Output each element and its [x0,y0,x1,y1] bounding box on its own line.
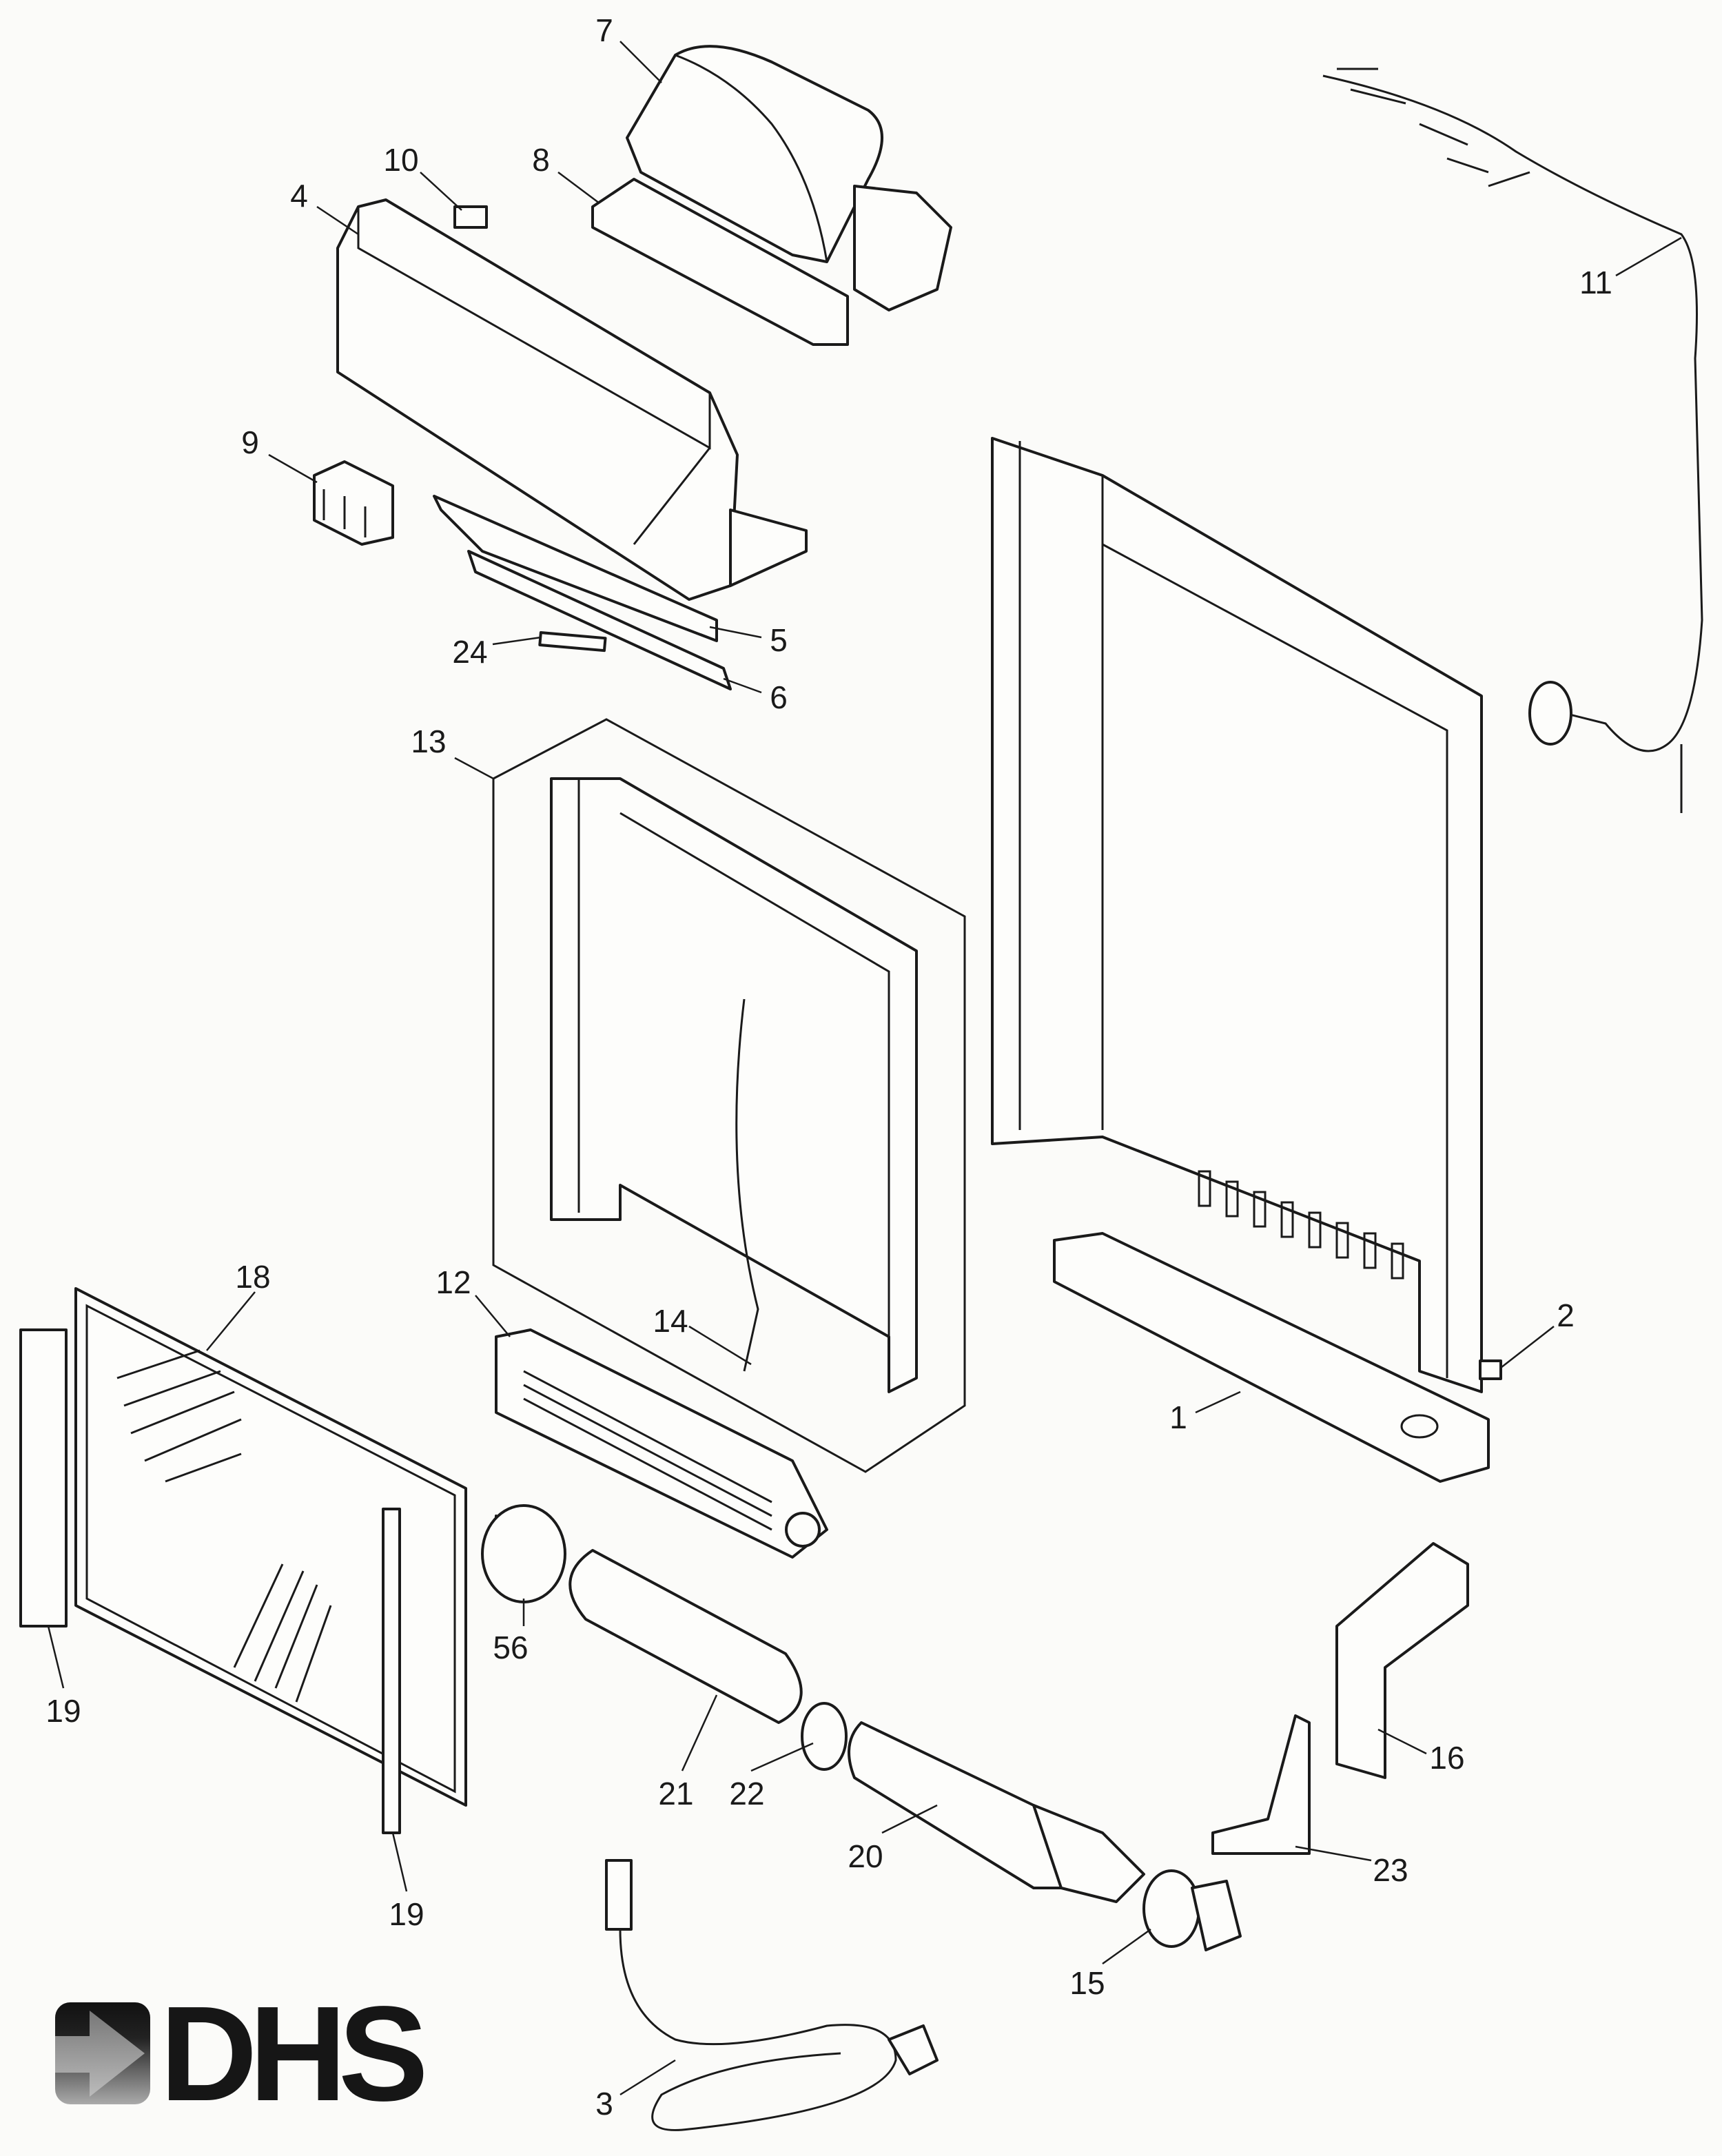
part-7-fan-motor [626,45,952,311]
part-23-bracket [1211,1714,1311,1855]
part-13-heater-panel [492,718,966,1473]
label-3: 3 [595,2086,613,2122]
label-56: 56 [493,1630,528,1665]
label-15: 15 [1069,1965,1105,2001]
part-16-bracket [1335,1542,1469,1779]
part-3-mains-lead [605,1859,939,2131]
label-24: 24 [452,634,487,670]
part-9-switch [313,460,394,546]
label-5: 5 [770,622,788,658]
label-19-right: 19 [389,1896,424,1932]
part-11-wiring-harness [1322,68,1703,813]
label-9: 9 [241,424,259,460]
part-8-bracket [591,178,849,346]
part-19-strip-right [382,1508,401,1834]
label-13: 13 [411,723,446,759]
label-2: 2 [1557,1297,1575,1333]
label-4: 4 [290,178,308,214]
label-1: 1 [1169,1399,1187,1435]
label-21: 21 [658,1776,693,1811]
label-19-left: 19 [45,1693,81,1729]
label-8: 8 [532,142,550,178]
part-24-label-plate [538,631,607,653]
part-22-ring [801,1702,848,1771]
part-18-glass-panel [74,1287,467,1807]
dhs-logo: DHS [55,1978,432,2129]
label-14: 14 [653,1303,688,1339]
part-2-clip [1479,1359,1502,1380]
part-56-cap [481,1504,566,1603]
part-20-heating-lamp [848,1721,1145,1903]
label-20: 20 [848,1838,883,1874]
label-6: 6 [770,679,788,715]
label-18: 18 [235,1259,270,1295]
part-6-trim [467,550,732,690]
label-23: 23 [1373,1852,1408,1888]
label-11: 11 [1579,265,1612,300]
part-1-back-frame [991,437,1490,1483]
part-4-control-housing [336,198,808,601]
label-12: 12 [435,1264,471,1300]
label-22: 22 [729,1776,764,1811]
part-15-lamp-holder [1142,1869,1242,1951]
label-7: 7 [595,12,613,48]
part-labels: 7 10 8 4 11 9 5 24 6 13 2 12 18 14 1 19 … [45,12,1612,2122]
part-19-strip-left [19,1328,68,1628]
part-10-clip [453,205,488,229]
logo-text: DHS [160,1978,424,2129]
label-16: 16 [1429,1740,1464,1776]
part-12-tangential-blower [495,1328,828,1559]
arrow-icon [55,2011,145,2097]
leader-lines [47,41,1682,2096]
part-21-tube [568,1549,803,1724]
label-10: 10 [383,142,418,178]
part-5-trim [433,495,718,642]
